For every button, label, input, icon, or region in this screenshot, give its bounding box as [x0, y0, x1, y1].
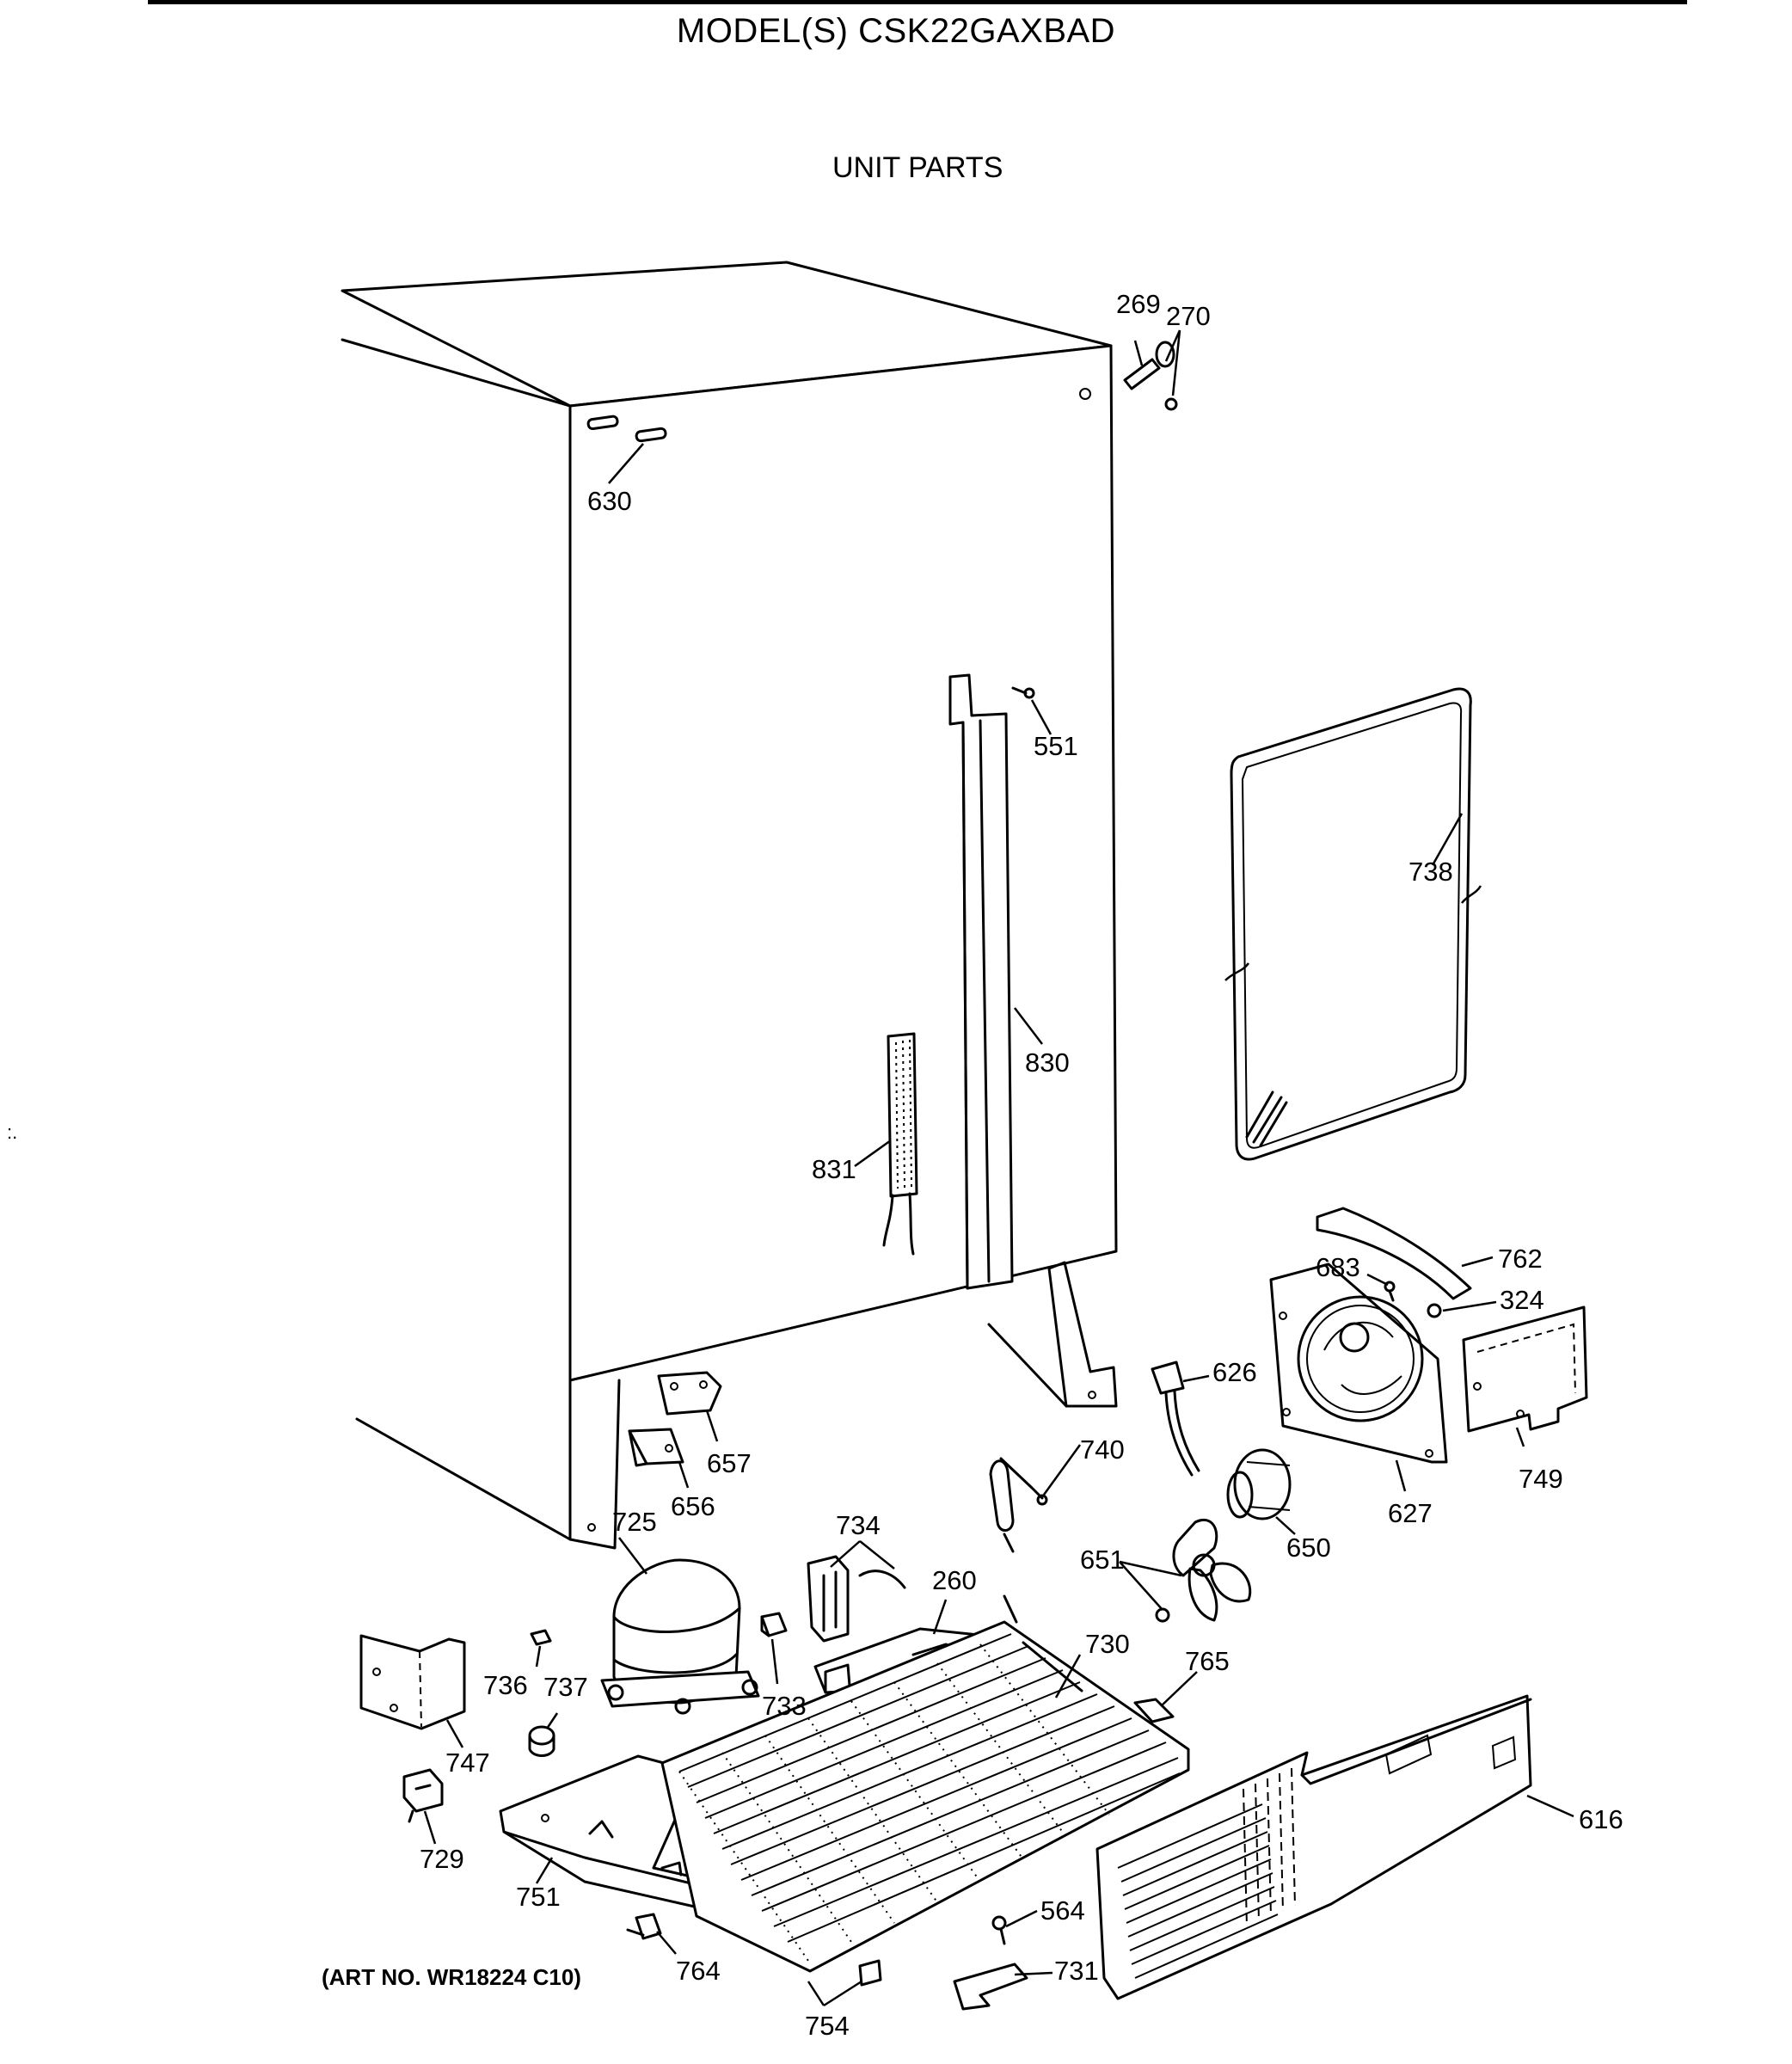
- section-title: UNIT PARTS: [832, 151, 1003, 184]
- callout-764: 764: [676, 1956, 721, 1986]
- condenser-730: [660, 1594, 1190, 1973]
- harness-626: [1151, 1361, 1200, 1477]
- callout-734: 734: [836, 1510, 881, 1540]
- callout-627: 627: [1388, 1498, 1433, 1528]
- callout-747: 747: [445, 1748, 490, 1778]
- callout-740: 740: [1080, 1434, 1125, 1465]
- cabinet-hole-bottom: [587, 1523, 596, 1532]
- capacitor-729: [402, 1768, 444, 1823]
- grille-616: [1095, 1694, 1532, 2000]
- overload-733: [760, 1612, 788, 1637]
- callout-551: 551: [1034, 731, 1078, 761]
- callout-564: 564: [1040, 1895, 1085, 1926]
- relay-cover-734: [807, 1555, 906, 1643]
- callout-765: 765: [1185, 1646, 1230, 1676]
- callout-269: 269: [1116, 289, 1161, 319]
- callout-733: 733: [762, 1691, 807, 1721]
- callout-751: 751: [516, 1882, 561, 1912]
- callout-650: 650: [1286, 1533, 1331, 1563]
- compressor-725: [600, 1558, 760, 1715]
- callout-616: 616: [1579, 1804, 1623, 1834]
- fan-shroud-627: [1269, 1262, 1448, 1464]
- callout-730: 730: [1085, 1629, 1130, 1659]
- cabinet-top-back-edge: [341, 338, 572, 408]
- callout-270: 270: [1166, 301, 1211, 331]
- callout-731: 731: [1054, 1956, 1099, 1986]
- callout-626: 626: [1212, 1357, 1257, 1387]
- screw-551: [1011, 686, 1035, 699]
- callout-683: 683: [1316, 1252, 1360, 1282]
- cabinet-back-panel: [568, 344, 1118, 1382]
- clip-754: [858, 1959, 882, 1987]
- bracket-731: [953, 1963, 1028, 2011]
- label-630-a: [586, 415, 619, 431]
- callout-754: 754: [805, 2011, 850, 2041]
- callout-725: 725: [612, 1507, 657, 1537]
- callout-260: 260: [932, 1565, 977, 1595]
- callout-749: 749: [1519, 1464, 1563, 1494]
- top-rule: [148, 0, 1687, 4]
- callout-738: 738: [1408, 857, 1453, 887]
- clip-764: [626, 1913, 662, 1940]
- callout-630: 630: [587, 486, 632, 516]
- callout-324: 324: [1500, 1285, 1544, 1315]
- art-number: (ART NO. WR18224 C10): [322, 1964, 581, 1990]
- cover-plate-749: [1462, 1305, 1588, 1433]
- clip-765: [1133, 1698, 1175, 1723]
- heater-loop-738: [1224, 687, 1482, 1161]
- leveling-leg-269: [1123, 341, 1178, 411]
- callout-830: 830: [1025, 1047, 1070, 1078]
- screw-683: [1384, 1281, 1396, 1302]
- grommet-737: [528, 1725, 555, 1757]
- callout-656: 656: [671, 1491, 715, 1521]
- fan-blade-651: [1155, 1518, 1252, 1623]
- cabinet-right-leg: [987, 1261, 1118, 1408]
- label-630-b: [635, 427, 667, 443]
- fan-baffle-strip-762: [1316, 1207, 1472, 1300]
- heater-strip-831: [882, 1032, 918, 1256]
- fan-motor-650: [1226, 1448, 1292, 1520]
- filter-drier-740: [989, 1457, 1048, 1553]
- leader-lines: [423, 329, 1574, 2007]
- screw-564: [991, 1915, 1007, 1945]
- clip-736: [530, 1629, 552, 1646]
- callout-729: 729: [420, 1844, 464, 1874]
- callout-657: 657: [707, 1448, 752, 1478]
- bracket-657: [657, 1371, 722, 1416]
- stray-mark: :.: [7, 1121, 17, 1143]
- callout-labels: 269 270 630 551 738 830 831 762 683 324 …: [7, 289, 1623, 2041]
- shield-747: [359, 1634, 466, 1730]
- model-title: MODEL(S) CSK22GAXBAD: [676, 12, 1116, 50]
- channel-830: [948, 673, 1014, 1290]
- callout-737: 737: [543, 1672, 588, 1702]
- cabinet-side-bottom-edge: [355, 1417, 572, 1541]
- callout-762: 762: [1498, 1244, 1543, 1274]
- cabinet-left-foot: [568, 1379, 621, 1550]
- callout-831: 831: [812, 1154, 856, 1184]
- callout-736: 736: [483, 1670, 528, 1700]
- cabinet-hole: [1079, 388, 1091, 400]
- grommet-324: [1427, 1303, 1442, 1318]
- bracket-656: [628, 1428, 684, 1467]
- callout-651: 651: [1080, 1545, 1125, 1575]
